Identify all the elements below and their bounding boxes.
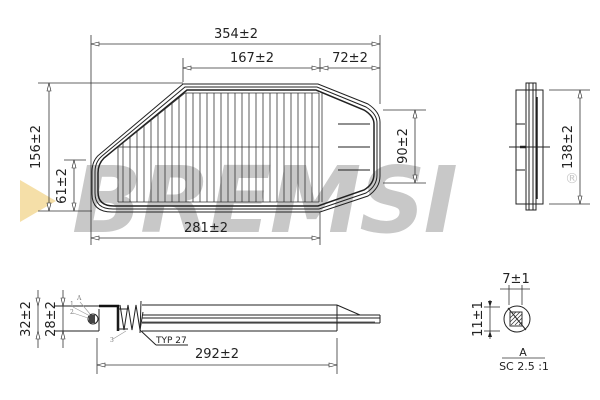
side-view: 138±2 — [509, 82, 590, 211]
filter-inner-outline — [97, 89, 375, 207]
callout-1: 1 — [70, 301, 74, 308]
dim-overall-length: 354±2 — [214, 27, 258, 42]
dim-detail-width: 7±1 — [502, 272, 529, 287]
end-ribs — [321, 93, 370, 202]
dim-detail-height: 11±1 — [471, 301, 486, 337]
watermark-triangle-icon — [20, 180, 56, 222]
callout-2: 2 — [70, 309, 74, 316]
callout-a: A — [76, 295, 82, 302]
watermark-registered-mark: ® — [565, 171, 579, 187]
detail-label: A — [519, 346, 527, 359]
pleat-grid — [117, 92, 320, 203]
dim-left-height: 61±2 — [55, 168, 70, 204]
filter-outer-outline — [91, 83, 381, 213]
dim-overall-height: 156±2 — [29, 125, 44, 169]
bremsi-watermark: BREMSI ® — [20, 147, 579, 254]
watermark-brand-text: BREMSI — [72, 147, 457, 254]
dim-bottom-length: 281±2 — [184, 221, 228, 236]
filter-middle-outline — [94, 86, 378, 210]
bottom-view: A 1 2 3 TYP 27 32±2 28±2 292±2 — [19, 290, 381, 374]
detail-scale: SC 2.5 :1 — [499, 360, 549, 373]
callout-3: 3 — [110, 337, 114, 344]
dim-right-section: 72±2 — [332, 51, 368, 66]
dim-right-height: 90±2 — [396, 128, 411, 164]
top-view — [91, 83, 381, 213]
typ-annotation: TYP 27 — [155, 336, 187, 346]
dim-side-height: 138±2 — [561, 125, 576, 169]
dim-outer-thickness: 32±2 — [19, 301, 34, 337]
dim-bottom-view-length: 292±2 — [195, 347, 239, 362]
dim-inner-thickness: 28±2 — [44, 301, 59, 337]
top-view-dimensions: 354±2 167±2 72±2 281±2 156±2 61±2 — [29, 27, 426, 245]
detail-a: 7±1 11±1 A SC 2.5 :1 — [471, 272, 549, 373]
dim-partial-length: 167±2 — [230, 51, 274, 66]
